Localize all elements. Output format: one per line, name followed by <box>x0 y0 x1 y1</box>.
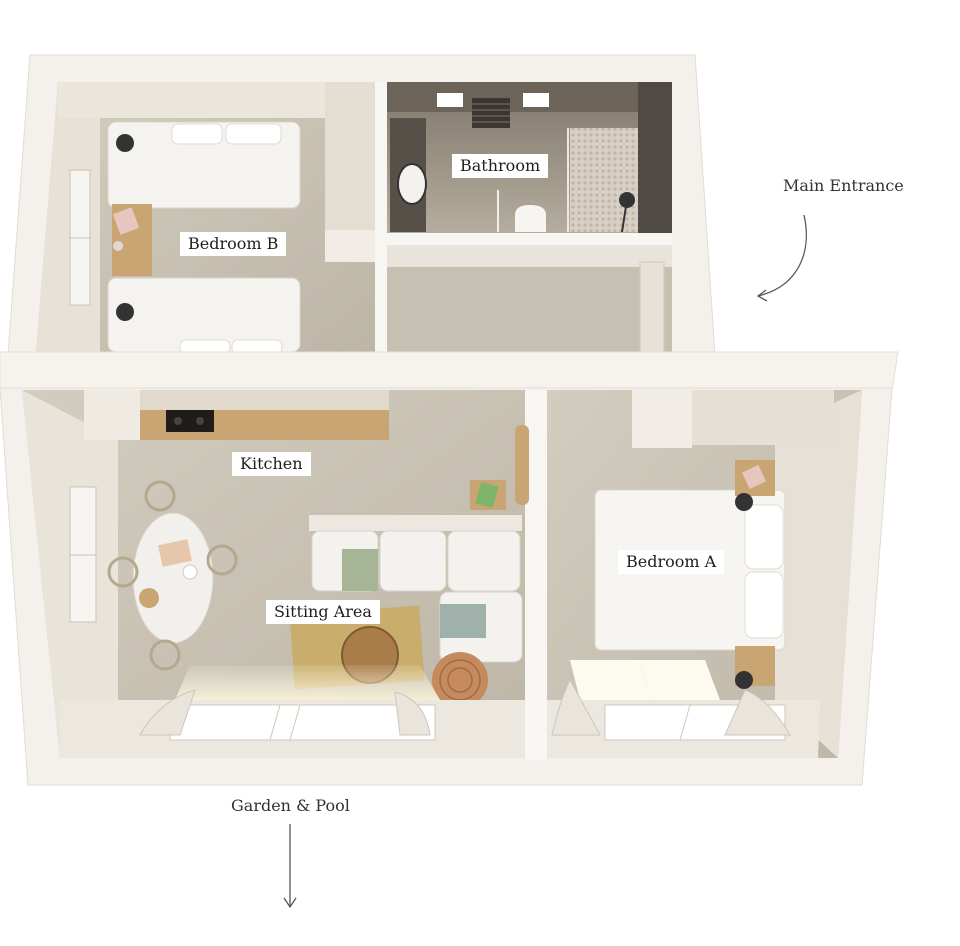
vent <box>472 98 510 128</box>
label-bedroom-a: Bedroom A <box>618 550 725 574</box>
dining-table <box>132 512 214 644</box>
door-edge <box>515 425 529 505</box>
sofa-seat-3 <box>447 530 521 592</box>
balcony-door-left <box>169 704 436 741</box>
bed-lamp-2 <box>116 303 134 321</box>
hallway-top-wall <box>387 245 672 267</box>
chair-2 <box>107 556 139 588</box>
toilet <box>515 205 546 232</box>
upper-block <box>7 54 716 356</box>
throw-blanket-2 <box>440 604 486 638</box>
entrance-arrow <box>757 214 807 297</box>
chair-1 <box>144 480 176 512</box>
middle-wall <box>0 351 899 391</box>
bathroom-bottom-wall <box>387 233 672 245</box>
bedroom-b-back-wall <box>58 82 375 118</box>
shower-tiles <box>570 128 638 232</box>
label-bedroom-b: Bedroom B <box>180 232 287 256</box>
sink <box>397 163 427 205</box>
sofa-seat-2 <box>379 530 447 592</box>
bedroom-a-right-wall <box>775 390 862 758</box>
lower-block <box>0 387 893 786</box>
throw-blanket <box>342 549 378 591</box>
hallway-door <box>639 261 665 353</box>
upper-partition-wall <box>375 82 387 352</box>
curtain-right <box>394 691 431 736</box>
curtain-a-right <box>724 689 791 736</box>
chair-4 <box>149 639 181 671</box>
ceiling-light-2 <box>523 93 549 107</box>
label-garden-pool: Garden & Pool <box>231 796 350 815</box>
ceiling-light-1 <box>437 93 463 107</box>
shower-dark-wall <box>638 82 672 234</box>
bed-lamp-1 <box>116 134 134 152</box>
chair-3 <box>206 544 238 576</box>
sunlight <box>175 665 440 700</box>
label-bathroom: Bathroom <box>452 154 549 178</box>
lower-partition-wall <box>525 390 547 760</box>
label-main-entrance: Main Entrance <box>783 176 904 195</box>
label-sitting-area: Sitting Area <box>266 600 380 624</box>
label-kitchen: Kitchen <box>232 452 311 476</box>
sofa-back <box>309 515 522 531</box>
curtain-a-left <box>551 678 601 736</box>
closet-front <box>325 230 375 262</box>
closet-block <box>325 82 375 252</box>
cooktop <box>166 410 214 432</box>
curtain-left <box>139 689 196 736</box>
